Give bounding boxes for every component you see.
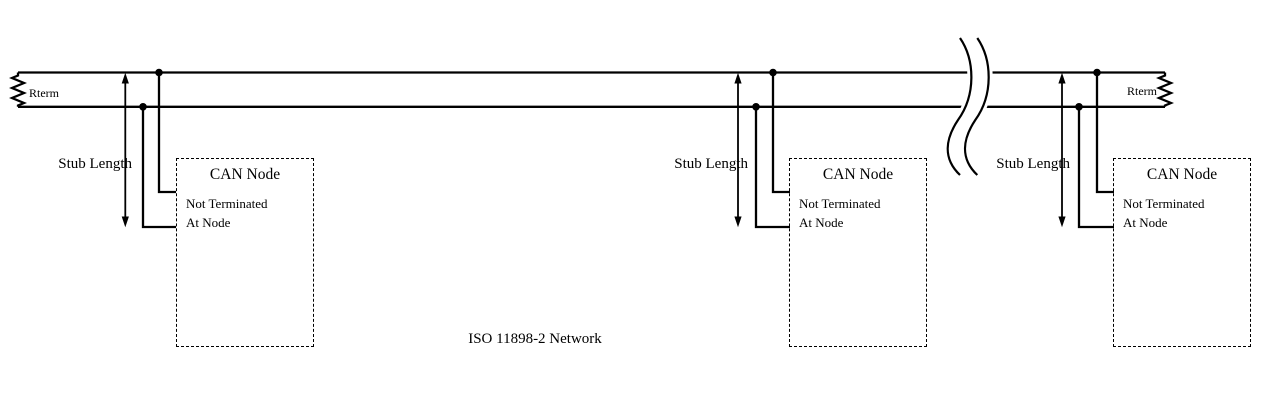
node-note-line2: At Node: [1123, 215, 1168, 230]
node-note-line2: At Node: [799, 215, 844, 230]
node-note-line1: Not Terminated: [186, 196, 268, 211]
diagram-caption: ISO 11898-2 Network: [468, 331, 602, 347]
stub-length-arrow-2: [734, 72, 742, 228]
stub-length-label-3: Stub Length: [996, 156, 1070, 172]
stub-length-arrow-3: [1058, 72, 1066, 228]
node-note-line1: Not Terminated: [1123, 196, 1205, 211]
node-note-line2: At Node: [186, 215, 231, 230]
right-terminator-resistor-icon: [1156, 72, 1174, 107]
rterm-label-left: Rterm: [29, 86, 59, 100]
can-node-box-3: CAN Node Not Terminated At Node: [1113, 158, 1251, 347]
node-note-line1: Not Terminated: [799, 196, 881, 211]
left-terminator-resistor-icon: [9, 72, 27, 107]
stub-length-arrow-1: [121, 72, 129, 228]
can-node-title: CAN Node: [209, 166, 281, 183]
can-bus-lines: [18, 71, 1165, 108]
stub-length-label-2: Stub Length: [674, 156, 748, 172]
stub-length-label-1: Stub Length: [58, 156, 132, 172]
node1-stub-wires: [141, 72, 176, 229]
rterm-label-right: Rterm: [1127, 84, 1157, 98]
can-node-box-1: CAN Node Not Terminated At Node: [176, 158, 314, 347]
can-node-title: CAN Node: [1146, 166, 1218, 183]
node3-stub-wires: [1077, 72, 1114, 229]
can-node-box-2: CAN Node Not Terminated At Node: [789, 158, 927, 347]
bus-break-icon: [943, 35, 993, 178]
node2-stub-wires: [754, 72, 790, 229]
can-node-title: CAN Node: [822, 166, 894, 183]
bus-junction-dots: [139, 68, 1101, 111]
